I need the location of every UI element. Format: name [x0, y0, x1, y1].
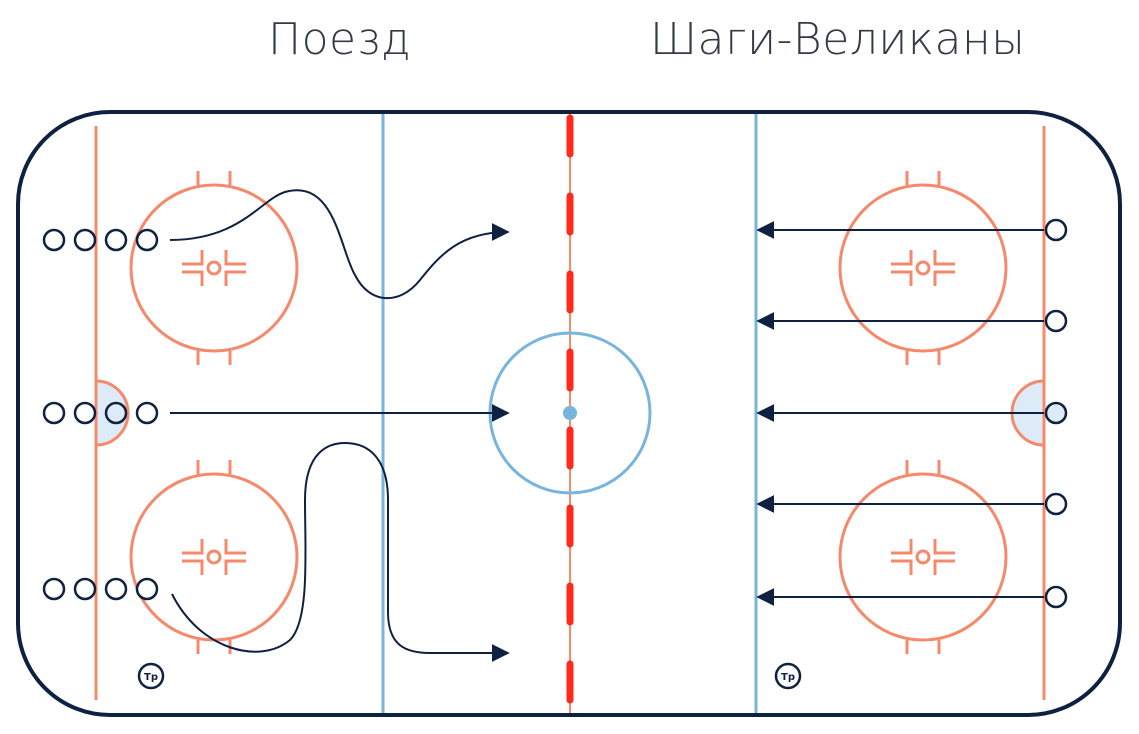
- player-marker: [42, 228, 66, 252]
- player-marker: [104, 401, 128, 425]
- faceoff-circle-top-left: [129, 171, 299, 365]
- coach-marker-left: Тр: [137, 662, 165, 690]
- drill-title-giant-steps: Шаги-Великаны: [650, 14, 1026, 65]
- player-marker: [135, 228, 159, 252]
- center-faceoff-dot: [563, 406, 577, 420]
- skating-path-top: [169, 189, 510, 300]
- player-marker: [42, 577, 66, 601]
- coach-marker-right: Тр: [774, 662, 802, 690]
- player-marker: [104, 577, 128, 601]
- player-marker: [73, 401, 97, 425]
- player-marker: [1044, 492, 1068, 516]
- player-marker: [42, 401, 66, 425]
- player-marker: [135, 577, 159, 601]
- player-marker: [1044, 309, 1068, 333]
- player-marker: [135, 401, 159, 425]
- player-marker: [1044, 585, 1068, 609]
- player-marker: [73, 577, 97, 601]
- coach-label: Тр: [781, 672, 795, 683]
- player-marker: [1044, 218, 1068, 242]
- coach-label: Тр: [144, 672, 158, 683]
- faceoff-circle-top-right: [838, 171, 1008, 365]
- faceoff-circle-bottom-left: [129, 460, 299, 654]
- skating-path-bottom: [171, 441, 510, 662]
- faceoff-circle-bottom-right: [838, 460, 1008, 654]
- player-marker: [1044, 401, 1068, 425]
- drill-title-train: Поезд: [268, 14, 412, 65]
- player-marker: [73, 228, 97, 252]
- player-marker: [104, 228, 128, 252]
